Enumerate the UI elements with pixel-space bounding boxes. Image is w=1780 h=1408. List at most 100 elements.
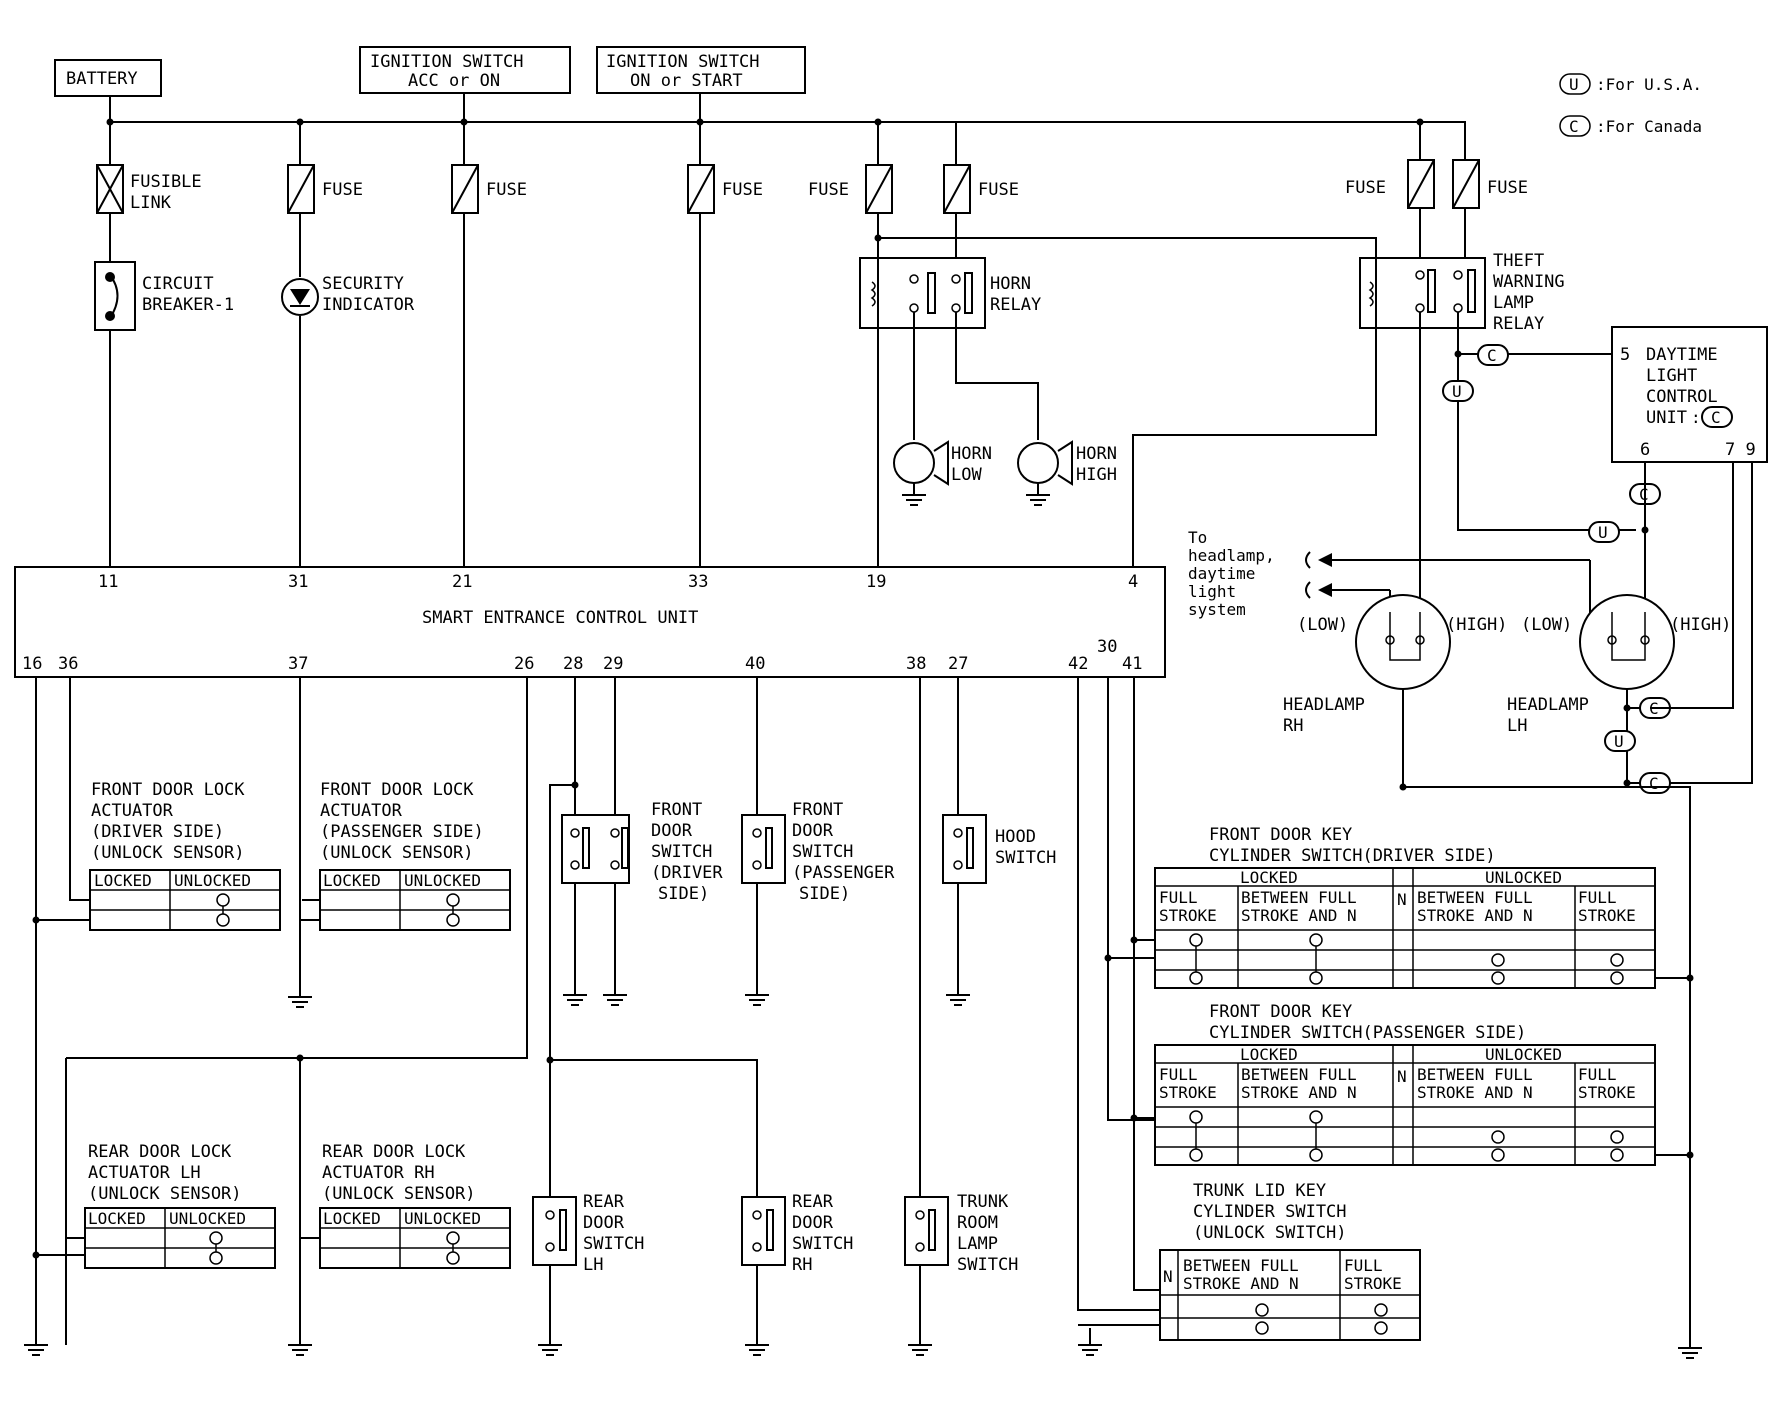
rear-door-lock-actuator-rh: REAR DOOR LOCK ACTUATOR RH (UNLOCK SENSO…: [300, 1142, 511, 1269]
ignition-acc-label-1: IGNITION SWITCH: [370, 52, 524, 72]
horn-relay: HORN RELAY: [859, 257, 1041, 567]
fuse-acc: FUSE: [451, 122, 527, 567]
svg-text:SWITCH: SWITCH: [995, 848, 1056, 868]
svg-text:37: 37: [288, 654, 308, 674]
svg-text:REAR DOOR LOCK: REAR DOOR LOCK: [322, 1142, 466, 1162]
svg-text:21: 21: [452, 572, 472, 592]
svg-text:UNLOCKED: UNLOCKED: [404, 1209, 481, 1228]
svg-text:(UNLOCK SENSOR): (UNLOCK SENSOR): [91, 843, 245, 863]
svg-text:CIRCUIT: CIRCUIT: [142, 274, 214, 294]
svg-text:HEADLAMP: HEADLAMP: [1283, 695, 1365, 715]
svg-text:LOCKED: LOCKED: [94, 871, 152, 890]
svg-text:36: 36: [58, 654, 78, 674]
svg-text:RH: RH: [1283, 716, 1303, 736]
svg-text:(LOW): (LOW): [1297, 615, 1348, 635]
fusible-link: FUSIBLE LINK: [96, 122, 202, 262]
svg-text:38: 38: [906, 654, 926, 674]
svg-text:FULL: FULL: [1159, 1065, 1198, 1084]
svg-text:ROOM: ROOM: [957, 1213, 998, 1233]
svg-text:5: 5: [1620, 345, 1630, 365]
svg-text:STROKE: STROKE: [1344, 1274, 1402, 1293]
svg-text:C: C: [1487, 346, 1497, 365]
svg-text:INDICATOR: INDICATOR: [322, 295, 415, 315]
svg-text:HORN: HORN: [990, 274, 1031, 294]
svg-text:FUSIBLE: FUSIBLE: [130, 172, 202, 192]
svg-text:7 9: 7 9: [1725, 440, 1756, 460]
ignition-on-label-2: ON or START: [630, 71, 743, 91]
svg-text:27: 27: [948, 654, 968, 674]
svg-text:11: 11: [98, 572, 118, 592]
svg-text:BETWEEN FULL: BETWEEN FULL: [1183, 1256, 1299, 1275]
svg-text:19: 19: [866, 572, 886, 592]
rear-door-switch-lh: REAR DOOR SWITCH LH: [532, 1056, 758, 1356]
svg-text:(UNLOCK SENSOR): (UNLOCK SENSOR): [320, 843, 474, 863]
power-bus: [106, 93, 1466, 160]
svg-text:STROKE AND N: STROKE AND N: [1417, 906, 1533, 925]
svg-text:LOCKED: LOCKED: [88, 1209, 146, 1228]
svg-text:U: U: [1452, 382, 1462, 401]
top-pin-labels: 11 31 21 33 19 4: [98, 572, 1138, 592]
svg-text:28: 28: [563, 654, 583, 674]
svg-text::: :: [1691, 408, 1701, 427]
svg-text:To: To: [1188, 528, 1207, 547]
svg-text:WARNING: WARNING: [1493, 272, 1565, 292]
svg-text:CYLINDER SWITCH: CYLINDER SWITCH: [1193, 1202, 1347, 1222]
svg-text:FRONT DOOR LOCK: FRONT DOOR LOCK: [91, 780, 245, 800]
svg-text:(DRIVER SIDE): (DRIVER SIDE): [91, 822, 224, 842]
svg-text:STROKE AND N: STROKE AND N: [1183, 1274, 1299, 1293]
svg-text:FUSE: FUSE: [1345, 178, 1386, 198]
svg-text:STROKE AND N: STROKE AND N: [1241, 1083, 1357, 1102]
rear-door-switch-rh: REAR DOOR SWITCH RH: [741, 1192, 853, 1356]
svg-text:FRONT: FRONT: [792, 800, 843, 820]
svg-text:(PASSENGER: (PASSENGER: [792, 863, 895, 883]
svg-text:DOOR: DOOR: [792, 1213, 834, 1233]
svg-text:BETWEEN FULL: BETWEEN FULL: [1241, 1065, 1357, 1084]
svg-text:light: light: [1188, 582, 1236, 601]
svg-text:C: C: [1569, 117, 1579, 136]
svg-text:HOOD: HOOD: [995, 827, 1036, 847]
svg-text:ACTUATOR LH: ACTUATOR LH: [88, 1163, 201, 1183]
svg-text::For U.S.A.: :For U.S.A.: [1596, 75, 1702, 94]
svg-text:FUSE: FUSE: [322, 180, 363, 200]
ignition-acc-label-2: ACC or ON: [408, 71, 500, 91]
svg-text:4: 4: [1128, 572, 1138, 592]
front-door-lock-actuator-passenger: FRONT DOOR LOCK ACTUATOR (PASSENGER SIDE…: [288, 677, 511, 1008]
svg-text:LOCKED: LOCKED: [323, 871, 381, 890]
svg-text:LH: LH: [583, 1255, 603, 1275]
svg-text:(LOW): (LOW): [1521, 615, 1572, 635]
svg-text:(UNLOCK SENSOR): (UNLOCK SENSOR): [322, 1184, 476, 1204]
ignition-acc-box: [359, 46, 571, 94]
svg-text:BETWEEN FULL: BETWEEN FULL: [1417, 888, 1533, 907]
svg-text:RH: RH: [792, 1255, 812, 1275]
legend: U :For U.S.A. C :For Canada: [1559, 73, 1702, 137]
svg-text:HIGH: HIGH: [1076, 465, 1117, 485]
svg-text:FRONT DOOR LOCK: FRONT DOOR LOCK: [320, 780, 474, 800]
svg-text:daytime: daytime: [1188, 564, 1255, 583]
ignition-on-label-1: IGNITION SWITCH: [606, 52, 760, 72]
svg-text:RELAY: RELAY: [1493, 314, 1544, 334]
svg-text:31: 31: [288, 572, 308, 592]
key-cylinder-switch-passenger: FRONT DOOR KEY CYLINDER SWITCH(PASSENGER…: [1154, 1002, 1694, 1166]
svg-text:(PASSENGER SIDE): (PASSENGER SIDE): [320, 822, 484, 842]
svg-text:FUSE: FUSE: [1487, 178, 1528, 198]
svg-text:TRUNK: TRUNK: [957, 1192, 1009, 1212]
svg-text:CONTROL: CONTROL: [1646, 387, 1718, 407]
svg-text:SMART ENTRANCE CONTROL UNIT: SMART ENTRANCE CONTROL UNIT: [422, 608, 698, 628]
svg-text:UNLOCKED: UNLOCKED: [404, 871, 481, 890]
svg-text:N: N: [1163, 1267, 1173, 1286]
svg-text:U: U: [1569, 75, 1579, 94]
trunk-lid-key-cylinder-switch: TRUNK LID KEY CYLINDER SWITCH (UNLOCK SW…: [1159, 1181, 1421, 1341]
ground-column-16: [24, 677, 90, 1356]
svg-text:40: 40: [745, 654, 765, 674]
battery-label: BATTERY: [66, 69, 138, 89]
svg-text:UNLOCKED: UNLOCKED: [169, 1209, 246, 1228]
svg-text:LOCKED: LOCKED: [1240, 1045, 1298, 1064]
svg-text:BETWEEN FULL: BETWEEN FULL: [1241, 888, 1357, 907]
svg-text:REAR DOOR LOCK: REAR DOOR LOCK: [88, 1142, 232, 1162]
svg-text:CYLINDER SWITCH(PASSENGER SIDE: CYLINDER SWITCH(PASSENGER SIDE): [1209, 1023, 1526, 1043]
svg-text:26: 26: [514, 654, 534, 674]
theft-warning-relay: THEFT WARNING LAMP RELAY: [1359, 251, 1636, 630]
svg-text:LOW: LOW: [951, 465, 982, 485]
svg-text:HORN: HORN: [951, 444, 992, 464]
